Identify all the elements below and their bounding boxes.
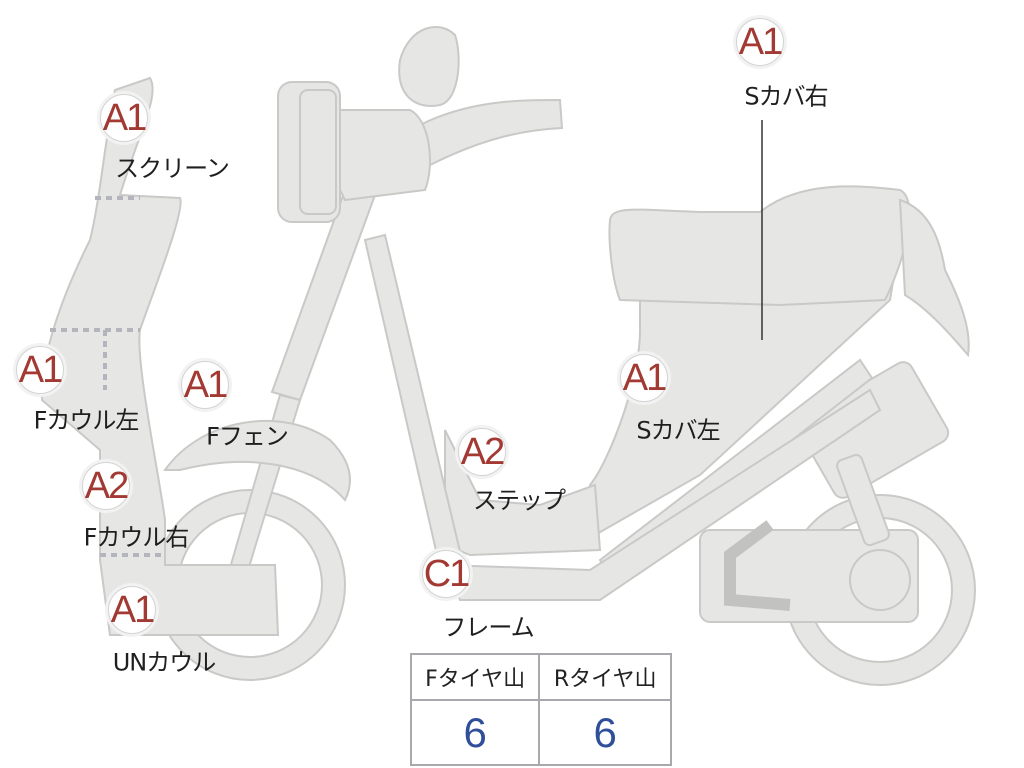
part-label-f-cowl-right: Fカウル右 — [83, 523, 190, 552]
grade-badge-screen: A1 — [100, 94, 148, 142]
part-label-frame: フレーム — [442, 613, 534, 642]
part-label-f-cowl-left: Fカウル左 — [33, 406, 140, 435]
grade-badge-f-cowl-right: A2 — [82, 462, 130, 510]
grade-badge-frame: C1 — [422, 550, 470, 598]
seat — [608, 185, 911, 307]
part-label-f-fender: Fフェン — [206, 422, 289, 451]
grade-badge-f-cowl-left: A1 — [16, 346, 64, 394]
part-label-s-cover-right: Sカバ右 — [744, 82, 828, 111]
grade-badge-un-cowl: A1 — [108, 586, 156, 634]
mirror — [398, 26, 460, 107]
front-tire-value: 6 — [409, 699, 541, 766]
steering-head — [334, 109, 431, 202]
part-label-un-cowl: UNカウル — [112, 648, 217, 677]
grade-badge-s-cover-left: A1 — [620, 354, 668, 402]
tail-cowl — [898, 198, 970, 358]
grade-badge-f-fender: A1 — [181, 361, 229, 409]
tire-tread-table: Fタイヤ山 Rタイヤ山 6 6 — [409, 653, 672, 766]
frame-tube — [443, 388, 882, 601]
part-label-step: ステップ — [473, 486, 566, 515]
handlebar — [408, 98, 564, 167]
down-tube — [363, 233, 464, 570]
engine-unit — [699, 361, 950, 623]
grade-badge-s-cover-right: A1 — [736, 18, 784, 66]
rear-tire-header: Rタイヤ山 — [538, 653, 672, 701]
front-fender — [163, 420, 351, 502]
side-cover — [588, 228, 902, 537]
front-tire-header: Fタイヤ山 — [409, 653, 541, 701]
part-label-screen: スクリーン — [115, 154, 230, 183]
part-label-s-cover-left: Sカバ左 — [636, 416, 720, 445]
rear-tire-value: 6 — [538, 699, 672, 766]
grade-badge-step: A2 — [458, 428, 506, 476]
